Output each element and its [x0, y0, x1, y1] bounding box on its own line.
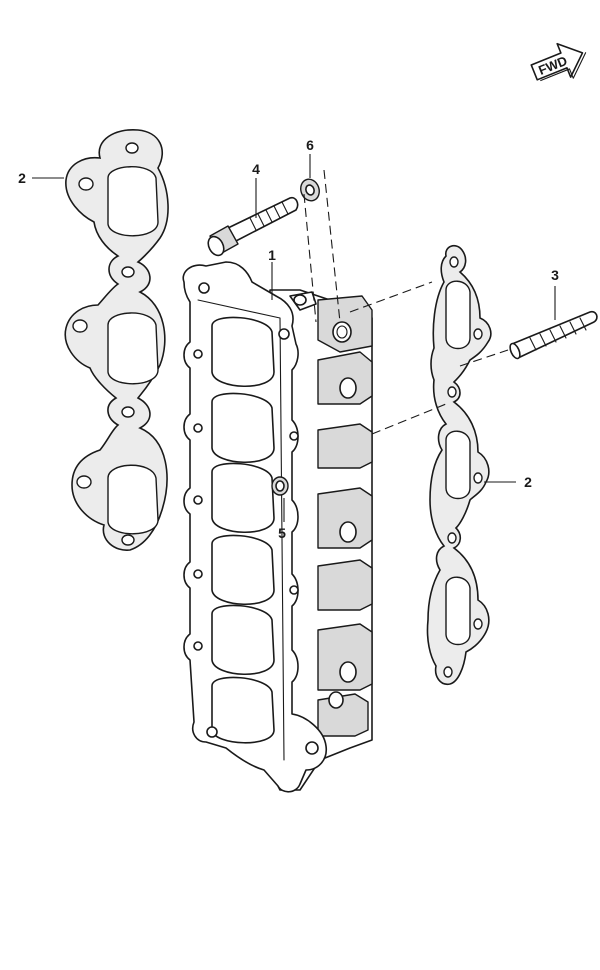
stud: [509, 310, 598, 360]
flange-bolt-holes: [193, 282, 319, 755]
callout-6: 6: [306, 137, 314, 153]
gasket-left: [64, 129, 169, 551]
intake-manifold: [182, 261, 373, 793]
callout-labels: 1 2 2 3 4 5 6: [18, 137, 559, 541]
runner-bosses: [317, 351, 373, 737]
callout-3: 3: [551, 267, 559, 283]
gasket-right: [426, 244, 492, 686]
callout-5: 5: [278, 525, 286, 541]
callout-1: 1: [268, 247, 276, 263]
callout-4: 4: [252, 161, 260, 177]
callout-2-right: 2: [524, 474, 532, 490]
assembly-lines: [303, 169, 509, 435]
fwd-arrow-icon: FWD: [530, 42, 587, 82]
manifold-ports: [211, 316, 275, 744]
washer: [300, 178, 320, 202]
callout-2-left: 2: [18, 170, 26, 186]
leader-lines: [32, 154, 556, 522]
bolt: [207, 196, 299, 257]
bolt-small: [271, 476, 289, 496]
